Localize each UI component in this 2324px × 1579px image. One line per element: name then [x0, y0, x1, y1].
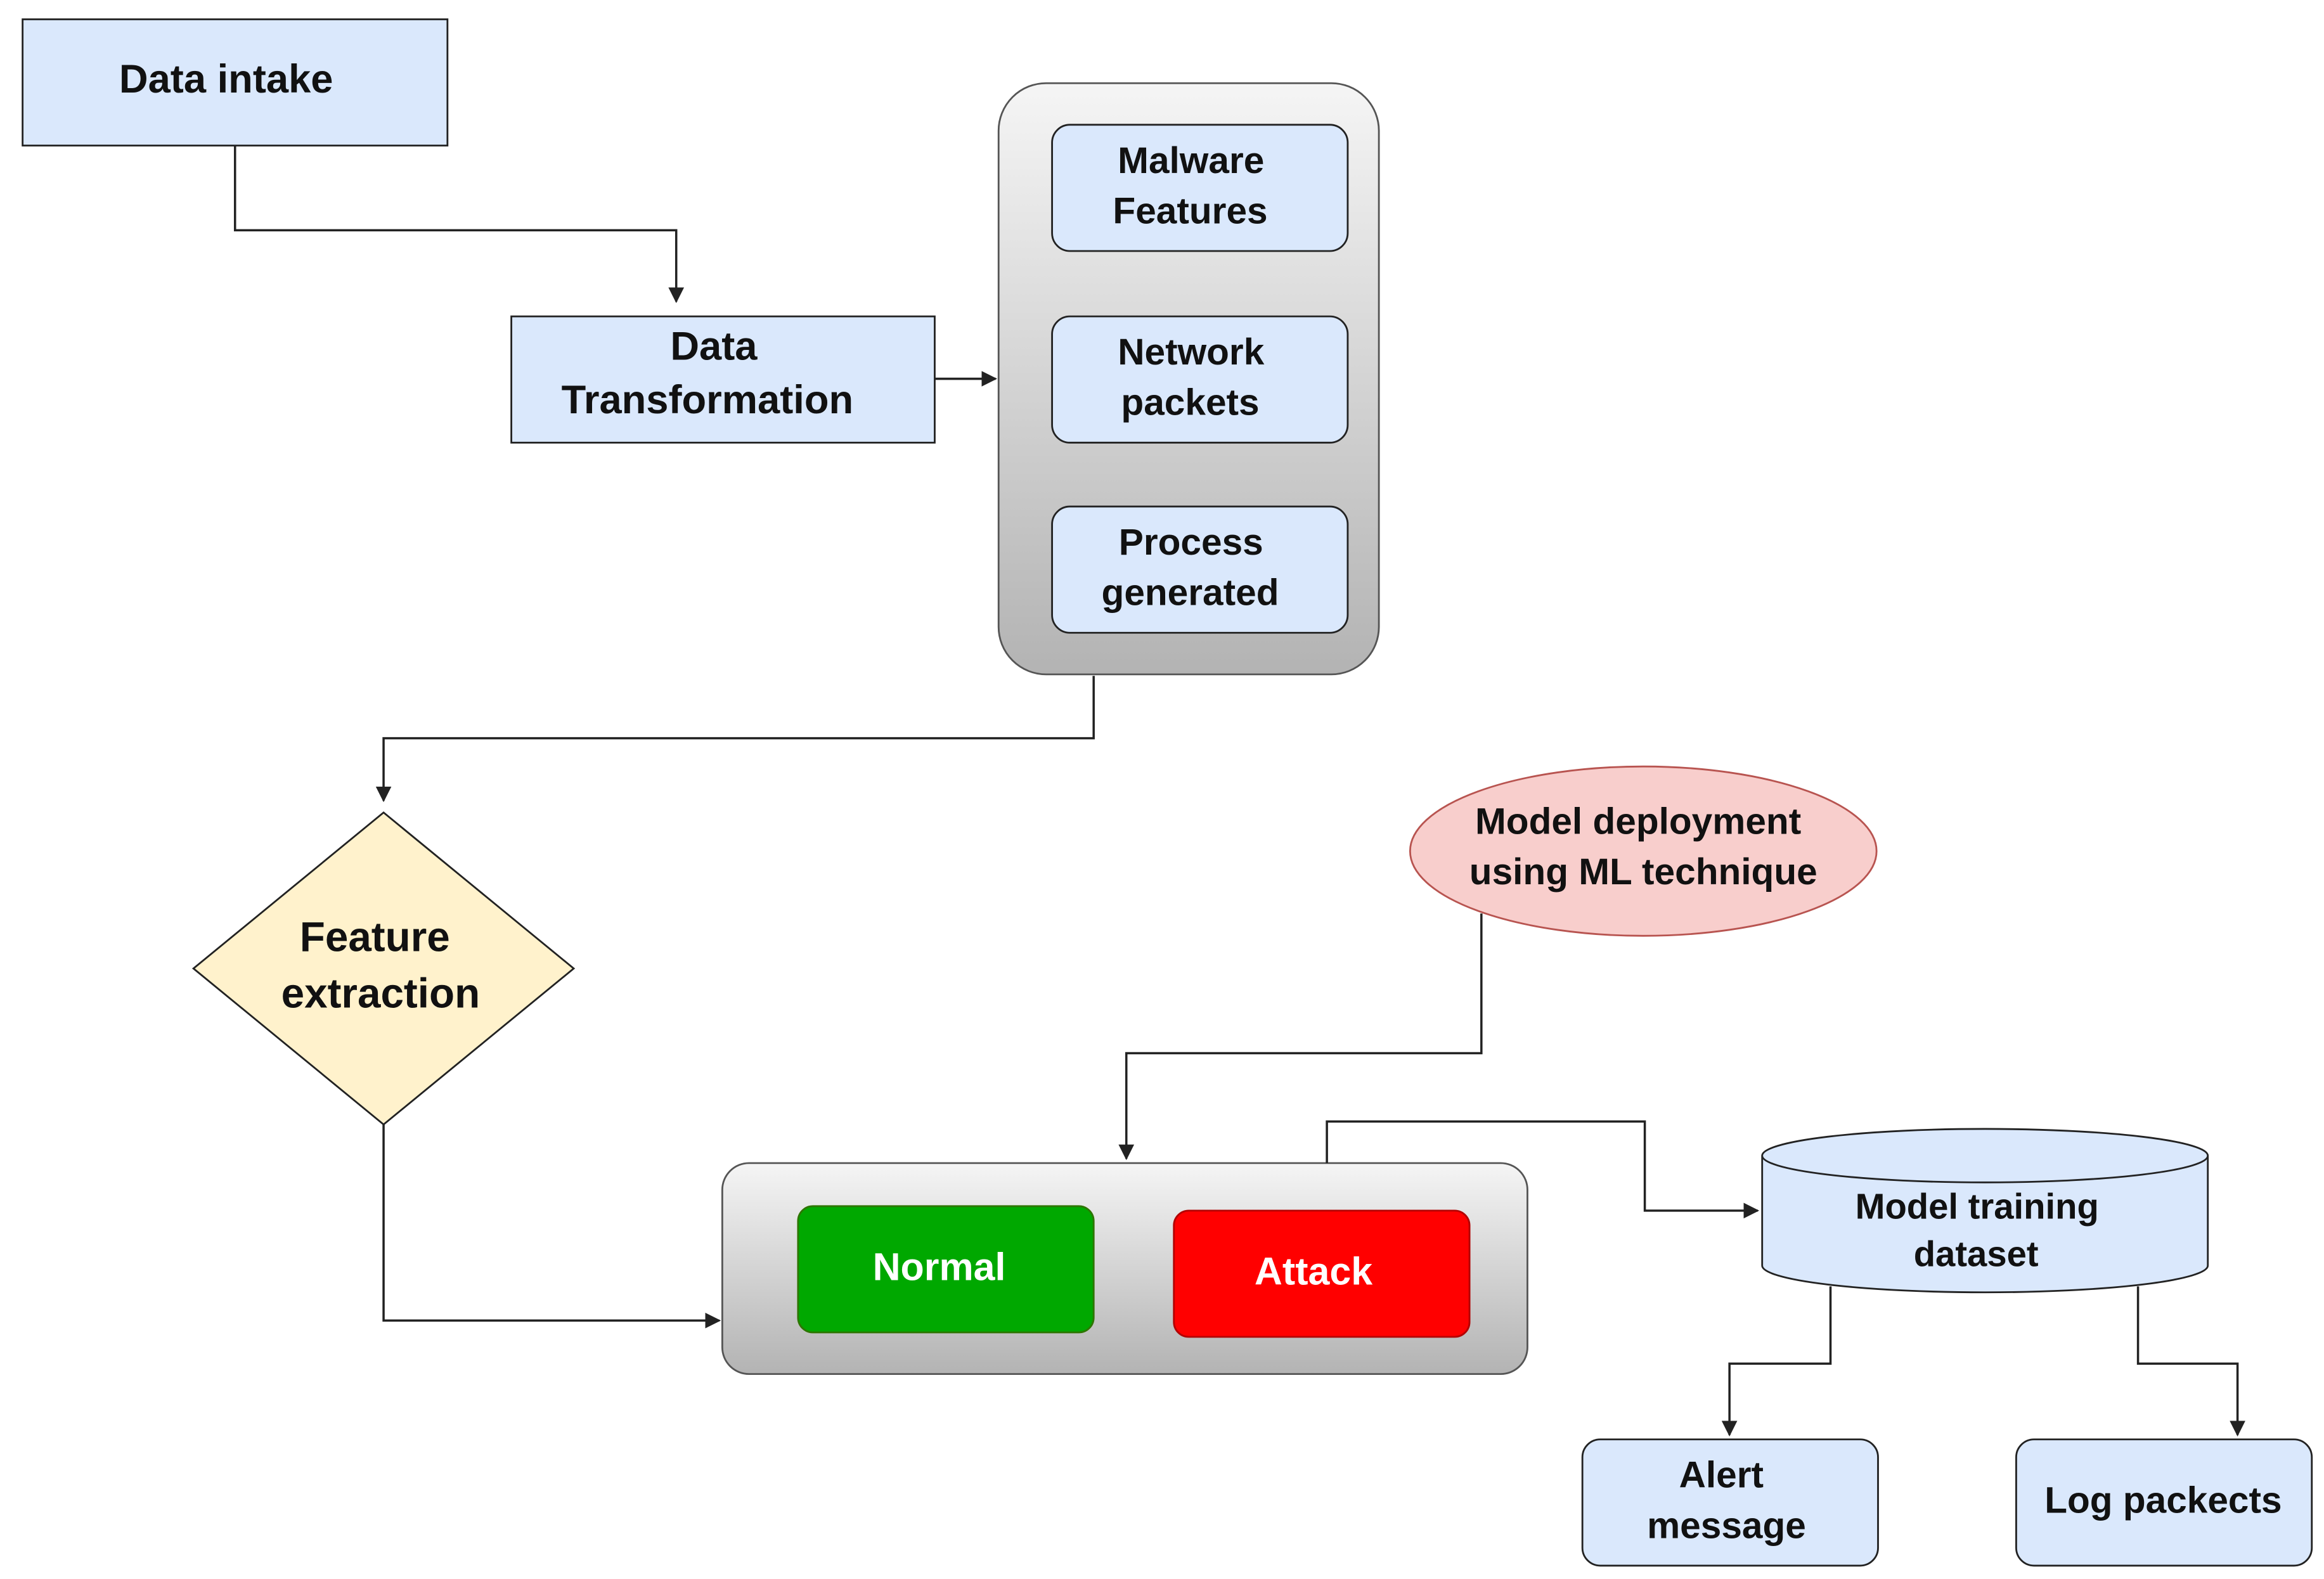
normal-node: Normal — [797, 1205, 1095, 1334]
svg-text:Data intake: Data intake — [119, 57, 333, 101]
process-generated-label-line1: Process — [1119, 522, 1263, 563]
model-training-dataset-node: Model training dataset — [1761, 1128, 2209, 1294]
svg-text:Log packects: Log packects — [2044, 1480, 2282, 1521]
data-transformation-label-line1: Data — [670, 324, 758, 368]
edge-sources-to-feature-extraction — [375, 676, 1095, 802]
model-deployment-label-line2: using ML technique — [1469, 852, 1817, 893]
network-packets-label-line1: Network — [1118, 332, 1265, 373]
network-packets-label-line2: packets — [1121, 382, 1259, 423]
svg-text:Malware Features: Malware Features — [1113, 140, 1274, 232]
edge-deployment-to-classification — [1118, 913, 1483, 1161]
model-deployment-label-line1: Model deployment — [1475, 801, 1801, 842]
edge-feature-extraction-to-classification — [382, 1124, 721, 1329]
feature-extraction-label-line2: extraction — [281, 970, 481, 1017]
model-training-dataset-label-line2: dataset — [1914, 1234, 2039, 1273]
log-packects-node: Log packects — [2015, 1438, 2313, 1567]
svg-text:Model deployment using M: Model deployment using ML technique — [1469, 801, 1817, 893]
data-intake-node: Data intake — [22, 18, 449, 147]
alert-message-node: Alert message — [1581, 1438, 1879, 1567]
data-intake-label: Data intake — [119, 57, 333, 101]
edge-dataset-to-log — [2136, 1286, 2245, 1437]
data-transformation-node: Data Transformation — [510, 315, 936, 444]
alert-message-label-line1: Alert — [1679, 1455, 1764, 1496]
malware-features-node: Malware Features — [1051, 124, 1349, 252]
malware-features-label-line1: Malware — [1118, 140, 1264, 181]
normal-label: Normal — [873, 1246, 1006, 1289]
alert-message-label-line2: message — [1647, 1505, 1806, 1547]
process-generated-label-line2: generated — [1102, 572, 1279, 614]
svg-text:Normal: Normal — [873, 1246, 1006, 1289]
edge-intake-to-transformation — [233, 145, 685, 304]
feature-extraction-label-line1: Feature — [300, 914, 450, 960]
process-generated-node: Process generated — [1051, 505, 1349, 634]
attack-node: Attack — [1173, 1209, 1471, 1338]
svg-text:Feature extraction: Feature extraction — [281, 914, 481, 1017]
model-training-dataset-label-line1: Model training — [1856, 1186, 2099, 1226]
log-packects-label: Log packects — [2044, 1480, 2282, 1521]
feature-extraction-node: Feature extraction — [191, 811, 576, 1126]
svg-text:Attack: Attack — [1255, 1250, 1372, 1293]
data-transformation-label-line2: Transformation — [562, 378, 854, 422]
svg-text:Network packets: Network packets — [1118, 332, 1274, 424]
malware-features-label-line2: Features — [1113, 191, 1267, 232]
svg-text:Alert message: Alert message — [1647, 1455, 1806, 1547]
svg-text:Model training dataset: Model training dataset — [1856, 1186, 2109, 1273]
svg-text:Data Transformation: Data Transformation — [562, 324, 854, 422]
attack-label: Attack — [1255, 1250, 1372, 1293]
edge-classification-to-training-dataset — [1326, 1120, 1760, 1219]
svg-text:Process generated: Process generated — [1102, 522, 1279, 614]
network-packets-node: Network packets — [1051, 315, 1349, 444]
edge-dataset-to-alert — [1721, 1286, 1832, 1437]
model-deployment-node: Model deployment using ML technique — [1409, 765, 1878, 937]
